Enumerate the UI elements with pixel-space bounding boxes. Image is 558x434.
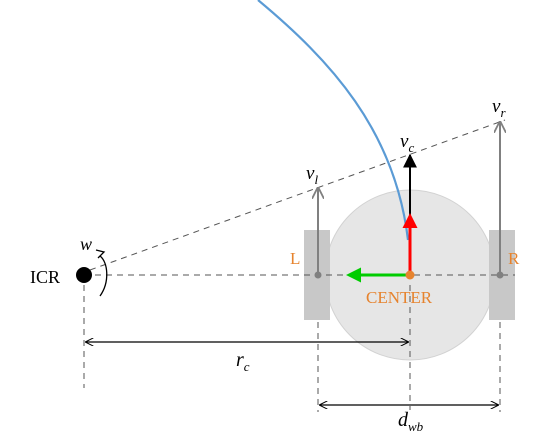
velocity-profile-line bbox=[89, 119, 506, 271]
right-wheel-label: R bbox=[508, 249, 520, 268]
angular-velocity-arc bbox=[99, 255, 108, 297]
icr-point bbox=[76, 267, 92, 283]
left-wheel-label: L bbox=[290, 249, 300, 268]
right-velocity-label: vr bbox=[492, 96, 506, 120]
rc-label: rc bbox=[236, 349, 250, 374]
trajectory-arc bbox=[257, 0, 410, 241]
right-wheel-point bbox=[496, 271, 504, 279]
dwb-label: dwb bbox=[398, 409, 424, 434]
center-point bbox=[405, 270, 415, 280]
left-velocity-label: vl bbox=[306, 163, 318, 187]
angular-velocity-arrowhead bbox=[95, 249, 106, 259]
icr-label: ICR bbox=[30, 267, 60, 287]
left-wheel-point bbox=[314, 271, 322, 279]
angular-velocity-label: w bbox=[80, 234, 92, 254]
center-label: CENTER bbox=[366, 288, 433, 307]
center-velocity-label: vc bbox=[400, 131, 414, 155]
construction-lines bbox=[83, 119, 515, 412]
